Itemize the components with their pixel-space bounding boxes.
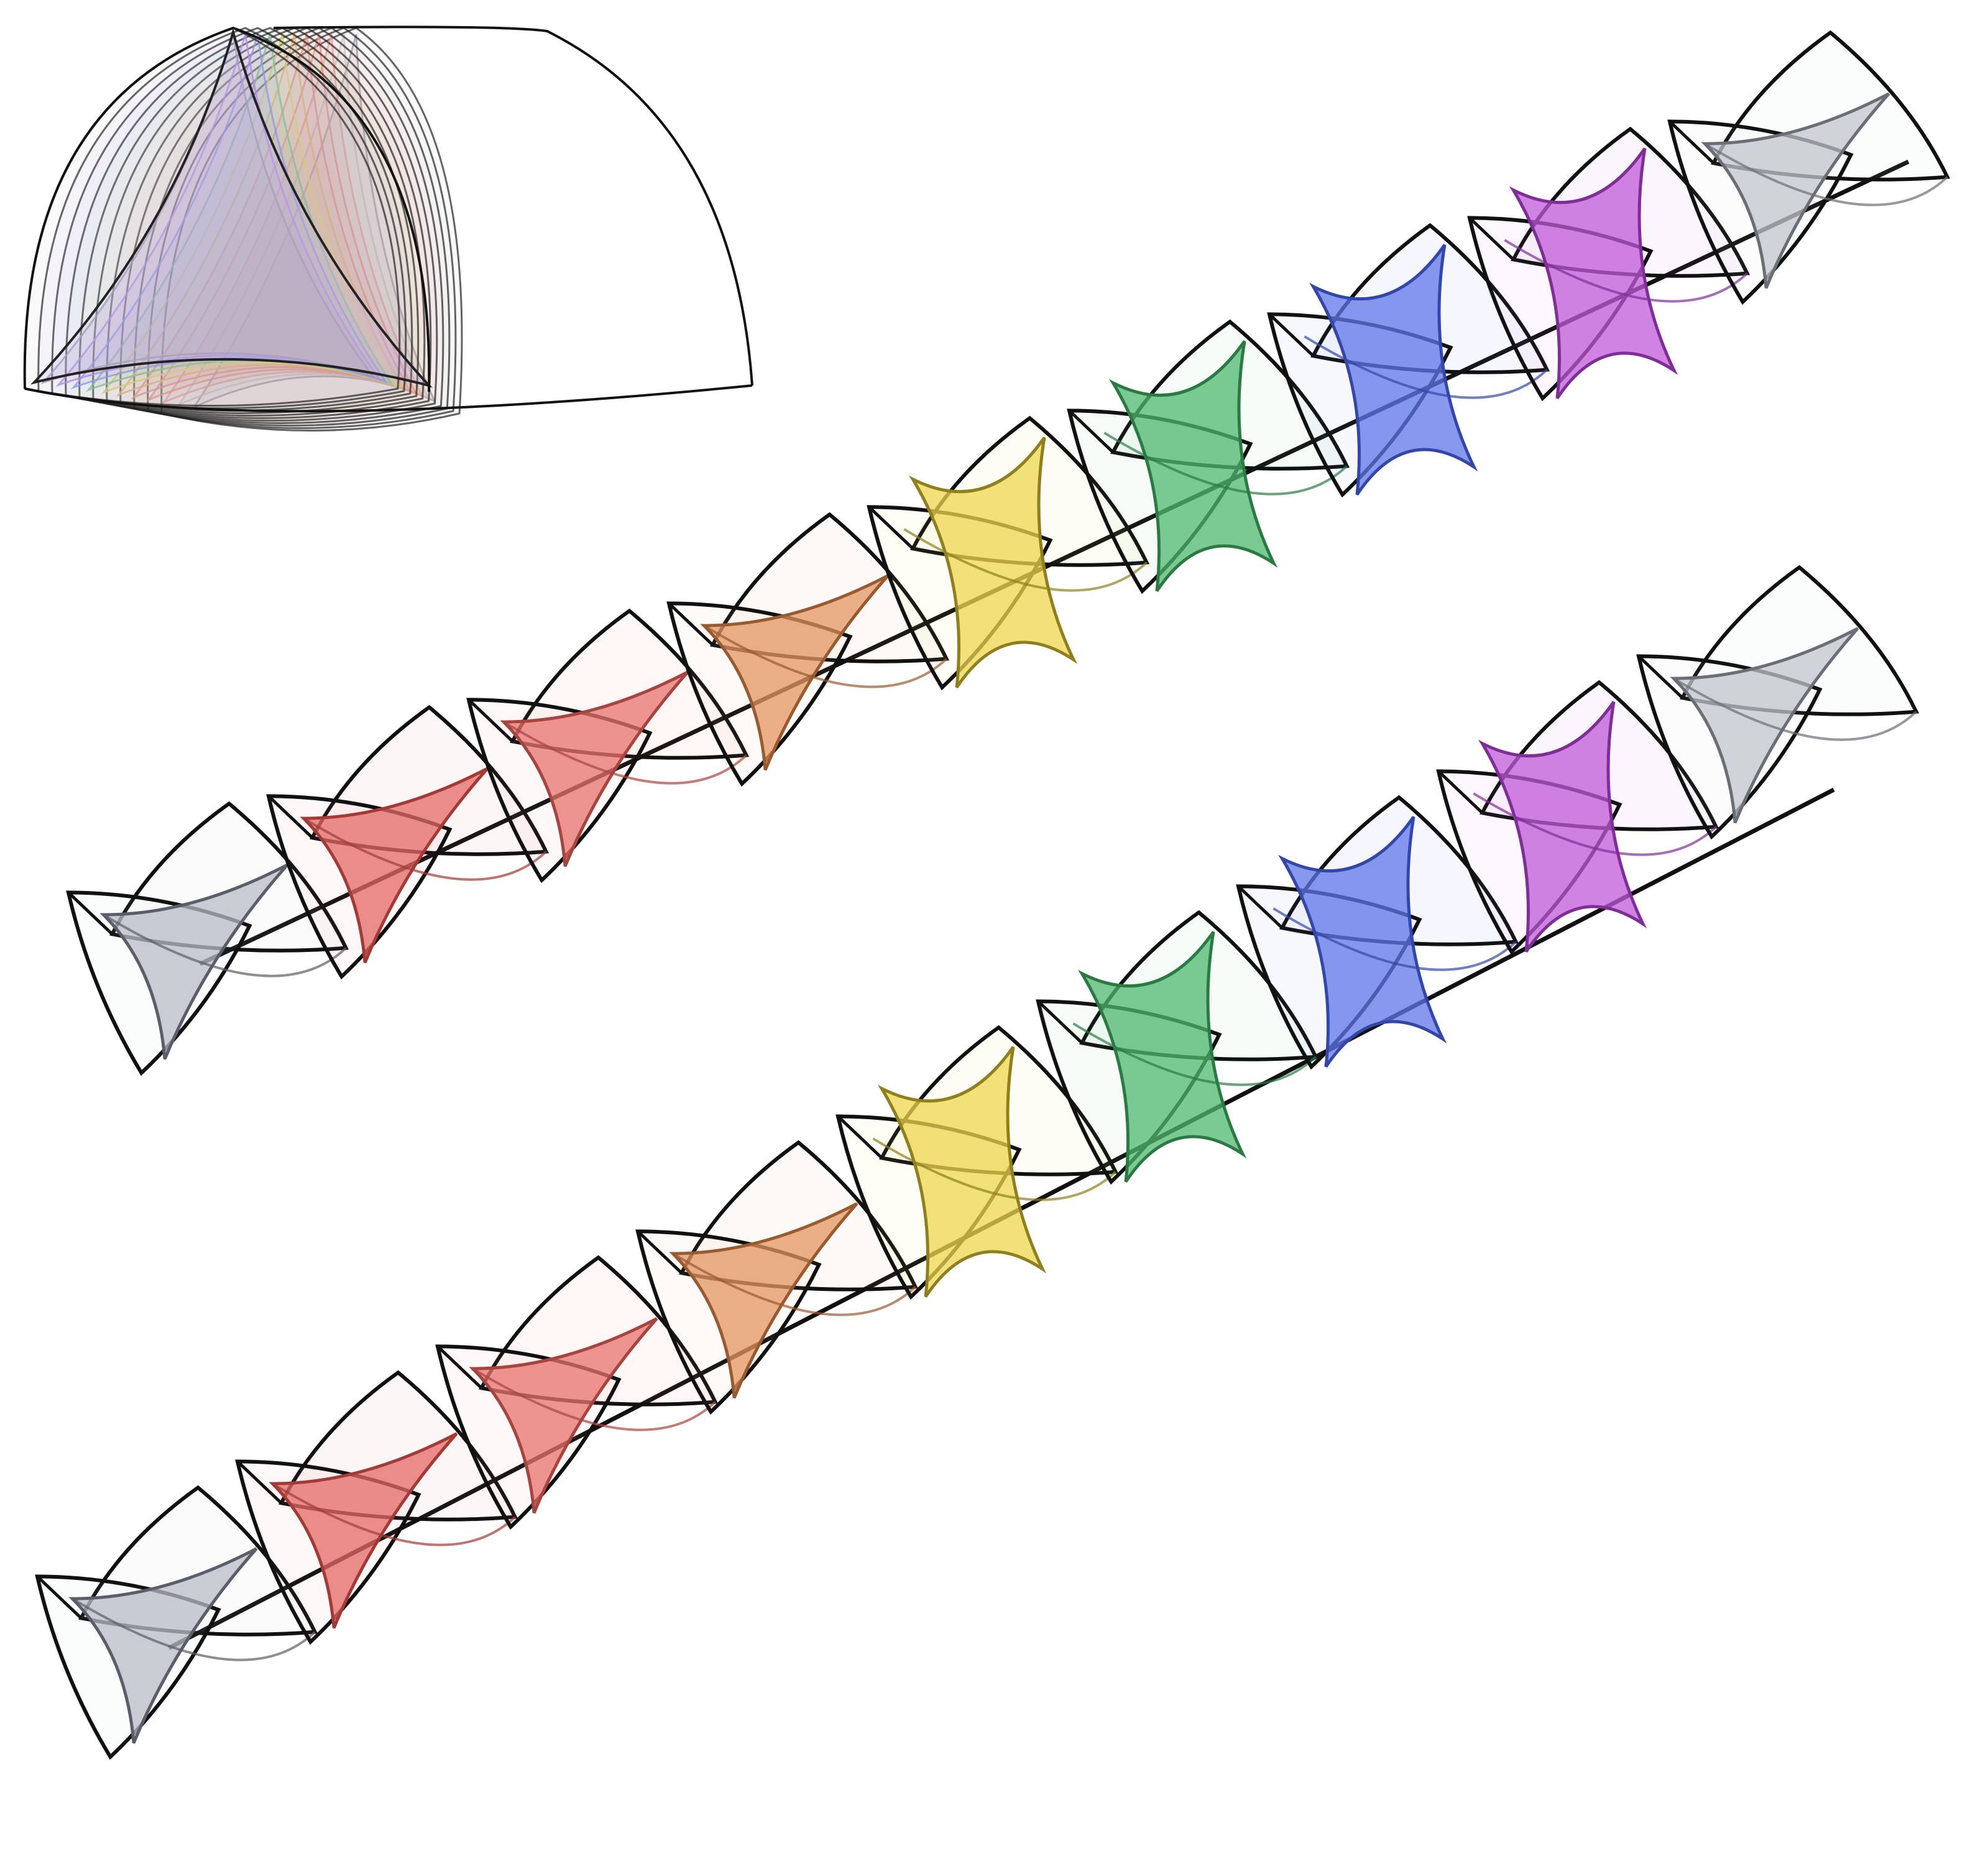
overlay-inner-triangle [40,34,375,385]
slice-edges [36,1575,83,1620]
slice-edges [1268,313,1315,358]
slice-inner-arc [272,1482,516,1546]
slice-inner-arc [1072,1022,1317,1086]
slice-core-section [1509,147,1678,399]
slice-core-section [300,767,489,964]
slice-core-section [1670,627,1859,824]
slice-edges [1668,120,1715,165]
slice-inner-arc [872,1137,1116,1201]
slice-core-section [1077,931,1247,1183]
slice-inner-arc [103,913,347,977]
chain-slice-4 [666,512,950,787]
slice-inner-arc [1473,792,1717,856]
chain-slice-5 [835,1025,1119,1300]
slice-core-section [877,1046,1047,1298]
slice-inner-arc [1673,677,1917,741]
chain-slice-8 [1467,126,1751,402]
overlay-front-triangle [30,27,433,388]
slice-edges [1237,885,1284,930]
chain-slice-2 [266,704,550,980]
slice-core-section [1701,92,1890,289]
slice-inner-arc [703,624,947,688]
slice-edges [236,1460,283,1505]
slice-inner-arc [1504,239,1748,303]
slice-core-section [269,1432,458,1629]
slice-edges [436,1345,483,1390]
slice-inner-arc [1704,142,1948,206]
chain-slice-4 [635,1140,919,1415]
slice-core-section [500,670,689,867]
slice-edges [67,891,114,936]
chain-slice-8 [1436,680,1719,955]
chain-slice-7 [1267,223,1550,498]
slice-core-section [68,1547,258,1744]
slice-inner-arc [672,1252,916,1316]
slice-core-section [908,436,1078,688]
slice-core-section [1309,244,1478,496]
slice-edges [1037,1000,1084,1045]
chain-slice-2 [235,1370,518,1645]
slice-edges [267,795,314,839]
slice-core-section [700,574,890,771]
chain-slice-1 [66,801,349,1076]
slice-edges [868,506,914,550]
slice-core-section [99,863,289,1060]
upper-slice-chain [66,30,1951,1076]
overlay-section-outline [78,27,426,417]
slice-edges [837,1115,883,1160]
overlay-base-line [24,384,753,413]
slice-core-section [1108,340,1278,592]
chain-slice-3 [466,608,750,884]
chain-slice-5 [867,415,1150,691]
slice-edges [467,698,514,743]
slice-inner-arc [1304,335,1548,399]
overlay-cross-sections [23,25,753,432]
slice-inner-arc [1272,907,1517,971]
slice-inner-arc [303,817,547,881]
slice-edges [637,1230,683,1275]
overlay-section-outline [37,27,407,409]
chain-slice-6 [1036,910,1319,1185]
slice-inner-arc [1103,432,1348,496]
slice-edges [668,602,714,647]
overlay-inner-triangle [55,34,382,387]
chain-slice-3 [435,1255,719,1530]
overlay-front-outline [23,26,431,392]
overlay-back-outline [273,25,753,386]
overlay-section-outline [65,27,420,414]
slice-core-section [469,1317,658,1514]
overlay-inner-triangle [176,34,431,407]
slice-core-section [1277,816,1447,1068]
slice-core-section [669,1202,858,1399]
slice-inner-arc [903,528,1148,592]
slice-edges [1437,770,1484,815]
slice-edges [1068,409,1115,454]
slice-inner-arc [503,721,747,785]
chain-slice-9 [1636,565,1920,840]
chain-slice-6 [1067,319,1350,594]
chain-slice-1 [35,1485,318,1760]
slice-inner-arc [71,1597,316,1661]
slice-edges [1637,655,1684,700]
slice-core-section [1478,701,1647,953]
slice-inner-arc [472,1367,716,1431]
lower-slice-chain [35,565,1920,1760]
slice-edges [1468,216,1515,261]
chain-slice-9 [1667,30,1951,305]
